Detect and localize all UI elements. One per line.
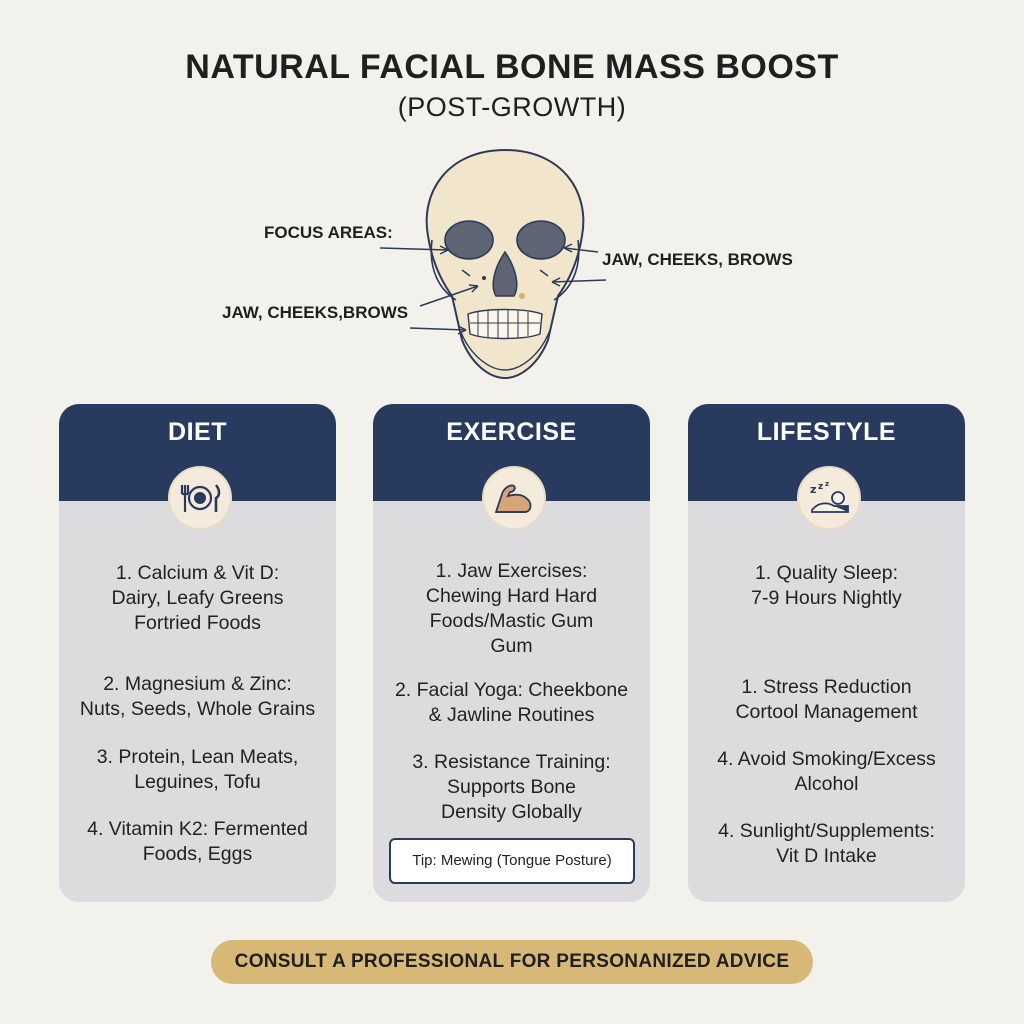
svg-text:z: z (810, 483, 816, 496)
lifestyle-card-header: LIFESTYLE (688, 404, 965, 501)
lifestyle-item-1: 1. Quality Sleep: 7-9 Hours Nightly (751, 562, 902, 609)
page-title: NATURAL FACIAL BONE MASS BOOST (185, 48, 839, 86)
exercise-item-1: 1. Jaw Exercises: Chewing Hard Hard Food… (425, 560, 598, 657)
diet-card: DIET 1. Calcium & Vit D: Dairy, Leafy Gr… (59, 404, 336, 902)
skull-icon (379, 148, 607, 380)
lifestyle-item-4: 4. Sunlight/Supplements: Vit D Intake (718, 820, 935, 867)
diet-item-2: 2. Magnesium & Zinc: Nuts, Seeds, Whole … (79, 673, 316, 720)
exercise-card-title: EXERCISE (446, 418, 577, 446)
diet-item-1: 1. Calcium & Vit D: Dairy, Leafy Greens … (111, 562, 284, 634)
left-callout-label: JAW, CHEEKS,BROWS (222, 303, 409, 322)
sleeping-person-icon: z z z (796, 466, 861, 530)
exercise-item-3: 3. Resistance Training: Supports Bone De… (412, 751, 611, 823)
diet-card-title: DIET (168, 418, 227, 446)
diet-item-3: 3. Protein, Lean Meats, Leguines, Tofu (96, 746, 299, 793)
lifestyle-item-3: 4. Avoid Smoking/Excess Alcohol (717, 748, 936, 795)
svg-text:z: z (818, 482, 823, 492)
focus-areas-label: FOCUS AREAS: (264, 223, 393, 242)
lifestyle-item-2: 1. Stress Reduction Cortool Management (735, 676, 918, 723)
diet-item-4: 4. Vitamin K2: Fermented Foods, Eggs (87, 818, 308, 865)
lifestyle-card-title: LIFESTYLE (756, 418, 897, 446)
tip-box: Tip: Mewing (Tongue Posture) (389, 838, 635, 884)
consult-banner: CONSULT A PROFESSIONAL FOR PERSONANIZED … (211, 940, 813, 984)
right-callout-label: JAW, CHEEKS, BROWS (602, 250, 793, 269)
page-subtitle: (POST-GROWTH) (397, 92, 627, 122)
skull-diagram: FOCUS AREAS: JAW, CHEEKS, BROWS JAW, CHE… (0, 140, 1024, 390)
lifestyle-card: LIFESTYLE z z z 1. Quality Sleep: 7-9 Ho… (688, 404, 965, 902)
flexed-bicep-icon (481, 466, 546, 530)
exercise-card: EXERCISE 1. Jaw Exercises: Chewing Hard … (373, 404, 650, 902)
plate-cutlery-icon (167, 466, 232, 530)
exercise-item-2: 2. Facial Yoga: Cheekbone & Jawline Rout… (394, 679, 629, 726)
svg-text:z: z (825, 480, 829, 488)
